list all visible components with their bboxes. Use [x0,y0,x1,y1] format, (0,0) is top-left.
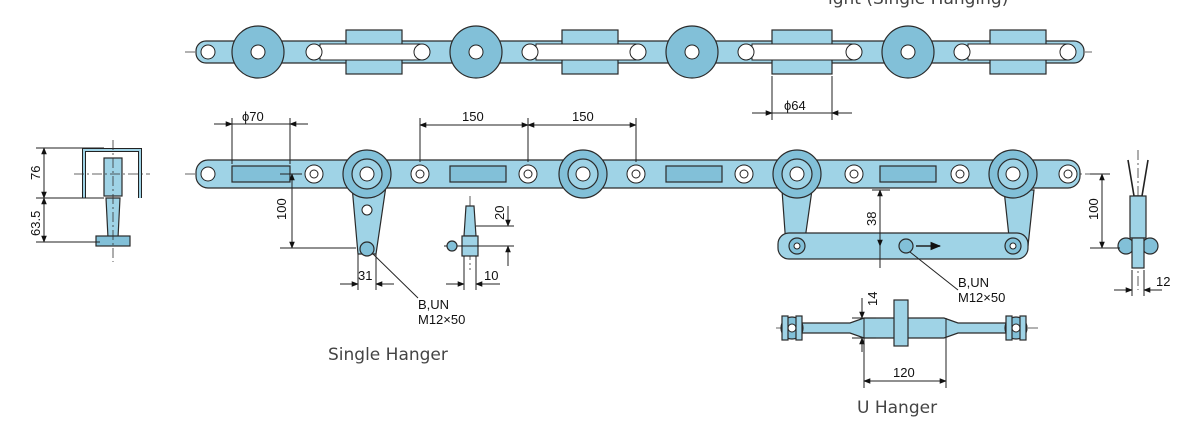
right-end-view: 100 12 [1086,150,1170,296]
plan-pin-window [535,43,637,61]
plan-pin-window [751,43,853,61]
dim-14: 14 [865,292,880,306]
plan-roller-hub [250,44,266,60]
plan-roller-hub [684,44,700,60]
dim-12: 12 [1156,274,1170,289]
side-elevation-view: ϕ70 150 150 100 31 B,UN M12×50 [185,109,1090,327]
dim-10: 10 [484,268,498,283]
note-single-bolt-size: M12×50 [418,312,465,327]
u-hanger-bolt [898,238,914,254]
elev-pins [200,164,1078,184]
plan-pin-window [967,43,1069,61]
note-u-bolt-type: B,UN [958,275,989,290]
elev-rollers-u [772,149,1038,199]
u-hanger-plan-view: 120 14 [776,292,1040,388]
plan-roller-hub [900,44,916,60]
dim-pitch-150-b: 150 [572,109,594,124]
note-single-bolt-type: B,UN [418,297,449,312]
caption-single-hanger: Single Hanger [328,345,448,365]
plan-inner-links [319,29,1069,75]
dim-20: 20 [492,206,507,220]
dim-100-right: 100 [1086,198,1101,220]
dim-38: 38 [864,212,879,226]
plan-pins [200,43,1077,61]
dim-100-left: 100 [274,198,289,220]
elev-rollers [342,149,608,199]
dim-phi64: ϕ64 [784,98,806,113]
dim-76: 76 [28,166,43,180]
plan-rollers [231,25,935,79]
dim-63-5: 63.5 [28,211,43,236]
dim-31: 31 [358,268,372,283]
plan-pin-window [319,43,421,61]
left-end-view: 76 63.5 [28,140,150,262]
u-bolt-leader [909,251,959,291]
dim-pitch-150-a: 150 [462,109,484,124]
caption-u-hanger: U Hanger [857,398,937,418]
plan-roller-hub [468,44,484,60]
dim-38-group: 38 [864,189,890,268]
top-plan-view: ϕ64 [185,25,1092,120]
dim-120: 120 [893,365,915,380]
top-cut-text: ight (Single Hanging) [828,0,1008,9]
single-hanger-bolt [359,241,375,257]
note-u-bolt-size: M12×50 [958,290,1005,305]
dim-phi70: ϕ70 [242,109,264,124]
hanger-section-detail: 20 10 [444,196,514,290]
